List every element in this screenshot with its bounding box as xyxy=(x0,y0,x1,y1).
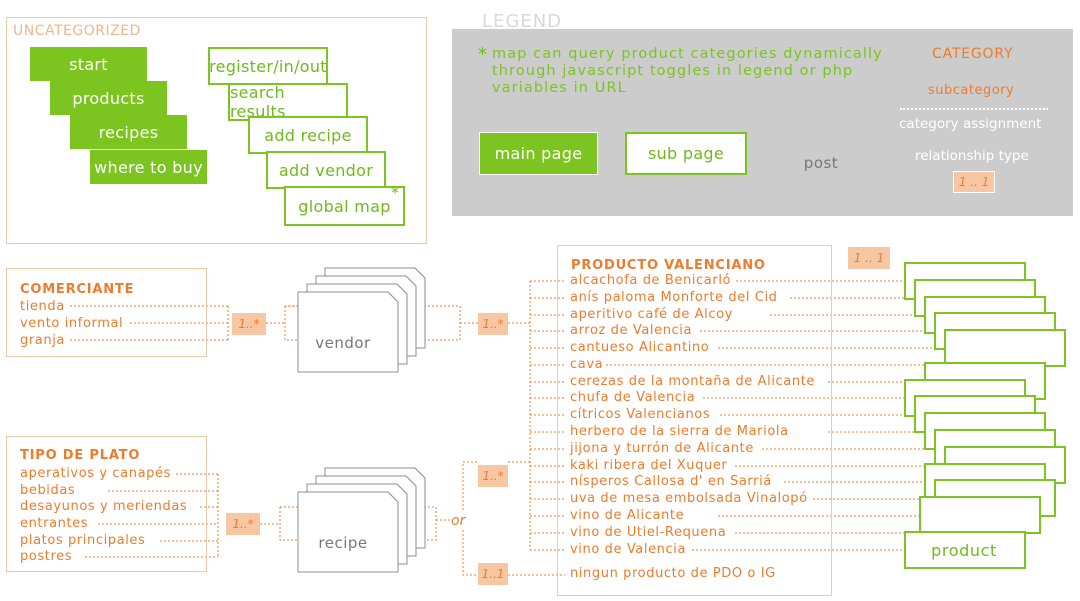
legend-relationship-type: relationship type xyxy=(915,148,1029,164)
sub-page-add-recipe[interactable]: add recipe xyxy=(248,116,368,154)
comerciante-item: granja xyxy=(20,333,68,349)
legend-note-asterisk: * xyxy=(478,44,487,65)
legend-relationship-badge: 1 .. 1 xyxy=(953,171,995,193)
recipe-or-label: or xyxy=(451,513,466,529)
comerciante-title: COMERCIANTE xyxy=(20,282,135,297)
producto-item: chufa de Valencia xyxy=(570,390,699,406)
legend-main-page-swatch: main page xyxy=(479,132,598,175)
product-item-ticks xyxy=(530,280,565,551)
producto-item: cítricos Valencianos xyxy=(570,407,714,423)
comerciante-item: vento informal xyxy=(20,316,127,332)
producto-item: nísperos Callosa d' en Sarriá xyxy=(570,474,775,490)
producto-item: cava xyxy=(570,357,607,373)
sub-page-add-vendor[interactable]: add vendor xyxy=(266,151,386,189)
legend-assignment-line xyxy=(900,108,1048,110)
tipo-frame xyxy=(6,436,207,572)
main-page-products[interactable]: products xyxy=(50,81,167,115)
product-item-lines xyxy=(606,280,945,551)
sub-page-register[interactable]: register/in/out xyxy=(208,47,328,85)
tipo-cardinality: 1..* xyxy=(226,513,260,535)
producto-item: herbero de la sierra de Mariola xyxy=(570,424,792,440)
recipe-doc-stack xyxy=(297,467,426,573)
uncategorized-title: UNCATEGORIZED xyxy=(13,23,141,39)
producto-title: PRODUCTO VALENCIANO xyxy=(571,258,766,273)
producto-item: vino de Utiel-Requena xyxy=(570,525,730,541)
tipo-item: platos principales xyxy=(20,533,149,549)
uncategorized-frame xyxy=(6,17,427,244)
producto-none: ningun producto de PDO o IG xyxy=(570,566,776,581)
comerciante-vendor-link xyxy=(266,305,300,341)
producto-item: vino de Alicante xyxy=(570,508,688,524)
producto-item: vino de Valencia xyxy=(570,542,690,558)
vendor-doc-stack xyxy=(297,267,426,373)
main-page-where-to-buy[interactable]: where to buy xyxy=(90,150,207,184)
tipo-item: bebidas xyxy=(20,483,79,499)
legend-sub-page-swatch: sub page xyxy=(625,132,747,175)
recipe-label: recipe xyxy=(318,534,368,552)
vendor-cardinality: 1..* xyxy=(478,313,508,335)
comerciante-cardinality: 1..* xyxy=(232,313,266,335)
recipe-none-cardinality: 1..1 xyxy=(478,563,508,585)
product-label: product xyxy=(931,540,997,560)
comerciante-connector xyxy=(70,305,229,341)
producto-item: kaki ribera del Xuquer xyxy=(570,458,731,474)
recipe-products-cardinality: 1..* xyxy=(478,465,508,487)
global-map-asterisk: * xyxy=(391,183,399,202)
tipo-title: TIPO DE PLATO xyxy=(20,448,141,463)
recipe-products-link xyxy=(462,461,530,510)
tipo-connector xyxy=(85,473,219,558)
legend-note-line: map can query product categories dynamic… xyxy=(492,46,883,62)
comerciante-item: tienda xyxy=(20,299,68,315)
producto-item: uva de mesa embolsada Vinalopó xyxy=(570,491,811,507)
producto-item: arroz de Valencia xyxy=(570,323,696,339)
main-page-start[interactable]: start xyxy=(30,47,147,81)
legend-subcategory: subcategory xyxy=(928,83,1015,98)
recipe-none-link xyxy=(462,530,565,576)
legend-title: LEGEND xyxy=(482,11,563,32)
producto-frame xyxy=(557,245,832,596)
legend-category-assignment: category assignment xyxy=(899,116,1042,132)
tipo-item: aperativos y canapés xyxy=(20,466,174,482)
legend-note-line: through javascript toggles in legend or … xyxy=(492,63,854,79)
legend-note: map can query product categories dynamic… xyxy=(492,46,883,97)
sub-page-global-map[interactable]: global map xyxy=(284,186,405,226)
producto-item: anís paloma Monforte del Cid xyxy=(570,290,781,306)
comerciante-frame xyxy=(6,268,207,357)
product-stack xyxy=(904,262,1066,569)
main-page-recipes[interactable]: recipes xyxy=(70,115,187,149)
producto-cardinality: 1 .. 1 xyxy=(848,247,890,269)
tipo-item: desayunos y meriendas xyxy=(20,499,191,515)
global-map-label: global map xyxy=(298,196,391,216)
legend-post-label: post xyxy=(803,154,839,172)
producto-item: alcachofa de Benicarló xyxy=(570,273,735,289)
tipo-item: entrantes xyxy=(20,516,92,532)
producto-item: cerezas de la montaña de Alicante xyxy=(570,374,818,390)
tipo-recipe-link xyxy=(260,506,300,541)
tipo-item: postres xyxy=(20,549,76,565)
producto-item: cantueso Alicantino xyxy=(570,340,713,356)
producto-item: aperitivo café de Alcoy xyxy=(570,307,736,323)
vendor-label: vendor xyxy=(315,334,371,352)
legend-category: CATEGORY xyxy=(932,46,1014,62)
producto-item: jijona y turrón de Alicante xyxy=(570,441,757,457)
legend-note-line: variables in URL xyxy=(492,80,627,96)
